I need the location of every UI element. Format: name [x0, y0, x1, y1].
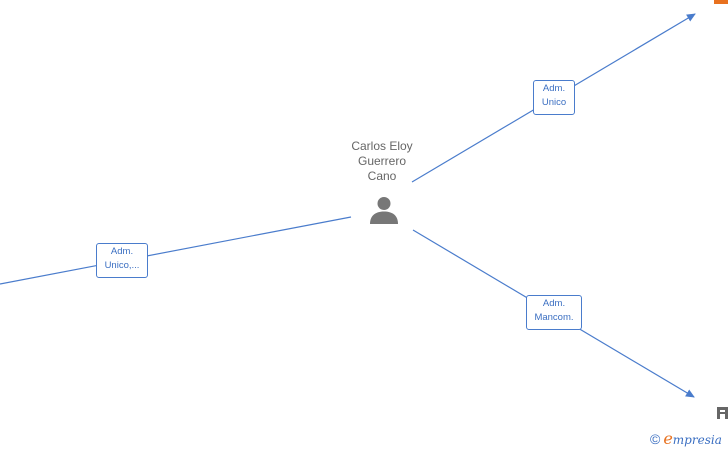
offscreen-node-icon[interactable]: [716, 405, 728, 419]
person-name[interactable]: Carlos Eloy Guerrero Cano: [332, 139, 432, 184]
relation-label-adm-unico-more[interactable]: Adm. Unico,...: [96, 243, 148, 278]
relation-label-line1: Adm.: [110, 246, 134, 257]
relation-label-line2: Unico: [541, 97, 567, 108]
relation-label-line1: Adm.: [542, 83, 566, 94]
offscreen-node-marker[interactable]: [714, 0, 728, 4]
person-name-line1: Carlos Eloy: [351, 139, 413, 153]
relation-label-line2: Mancom.: [534, 312, 574, 323]
relation-label-line2: Unico,...: [104, 260, 140, 271]
person-name-line3: Cano: [367, 169, 397, 183]
brand-logo-text: mpresia: [672, 433, 722, 447]
relation-label-adm-mancom[interactable]: Adm. Mancom.: [526, 295, 582, 330]
person-name-line2: Guerrero: [357, 154, 407, 168]
person-icon[interactable]: [369, 195, 399, 225]
brand-logo-initial: e: [663, 429, 673, 448]
relation-label-line1: Adm.: [542, 298, 566, 309]
relation-label-adm-unico[interactable]: Adm. Unico: [533, 80, 575, 115]
copyright-symbol: ©: [650, 431, 661, 447]
empresia-watermark[interactable]: ©empresia: [650, 429, 722, 448]
edge-left: [0, 216, 352, 285]
